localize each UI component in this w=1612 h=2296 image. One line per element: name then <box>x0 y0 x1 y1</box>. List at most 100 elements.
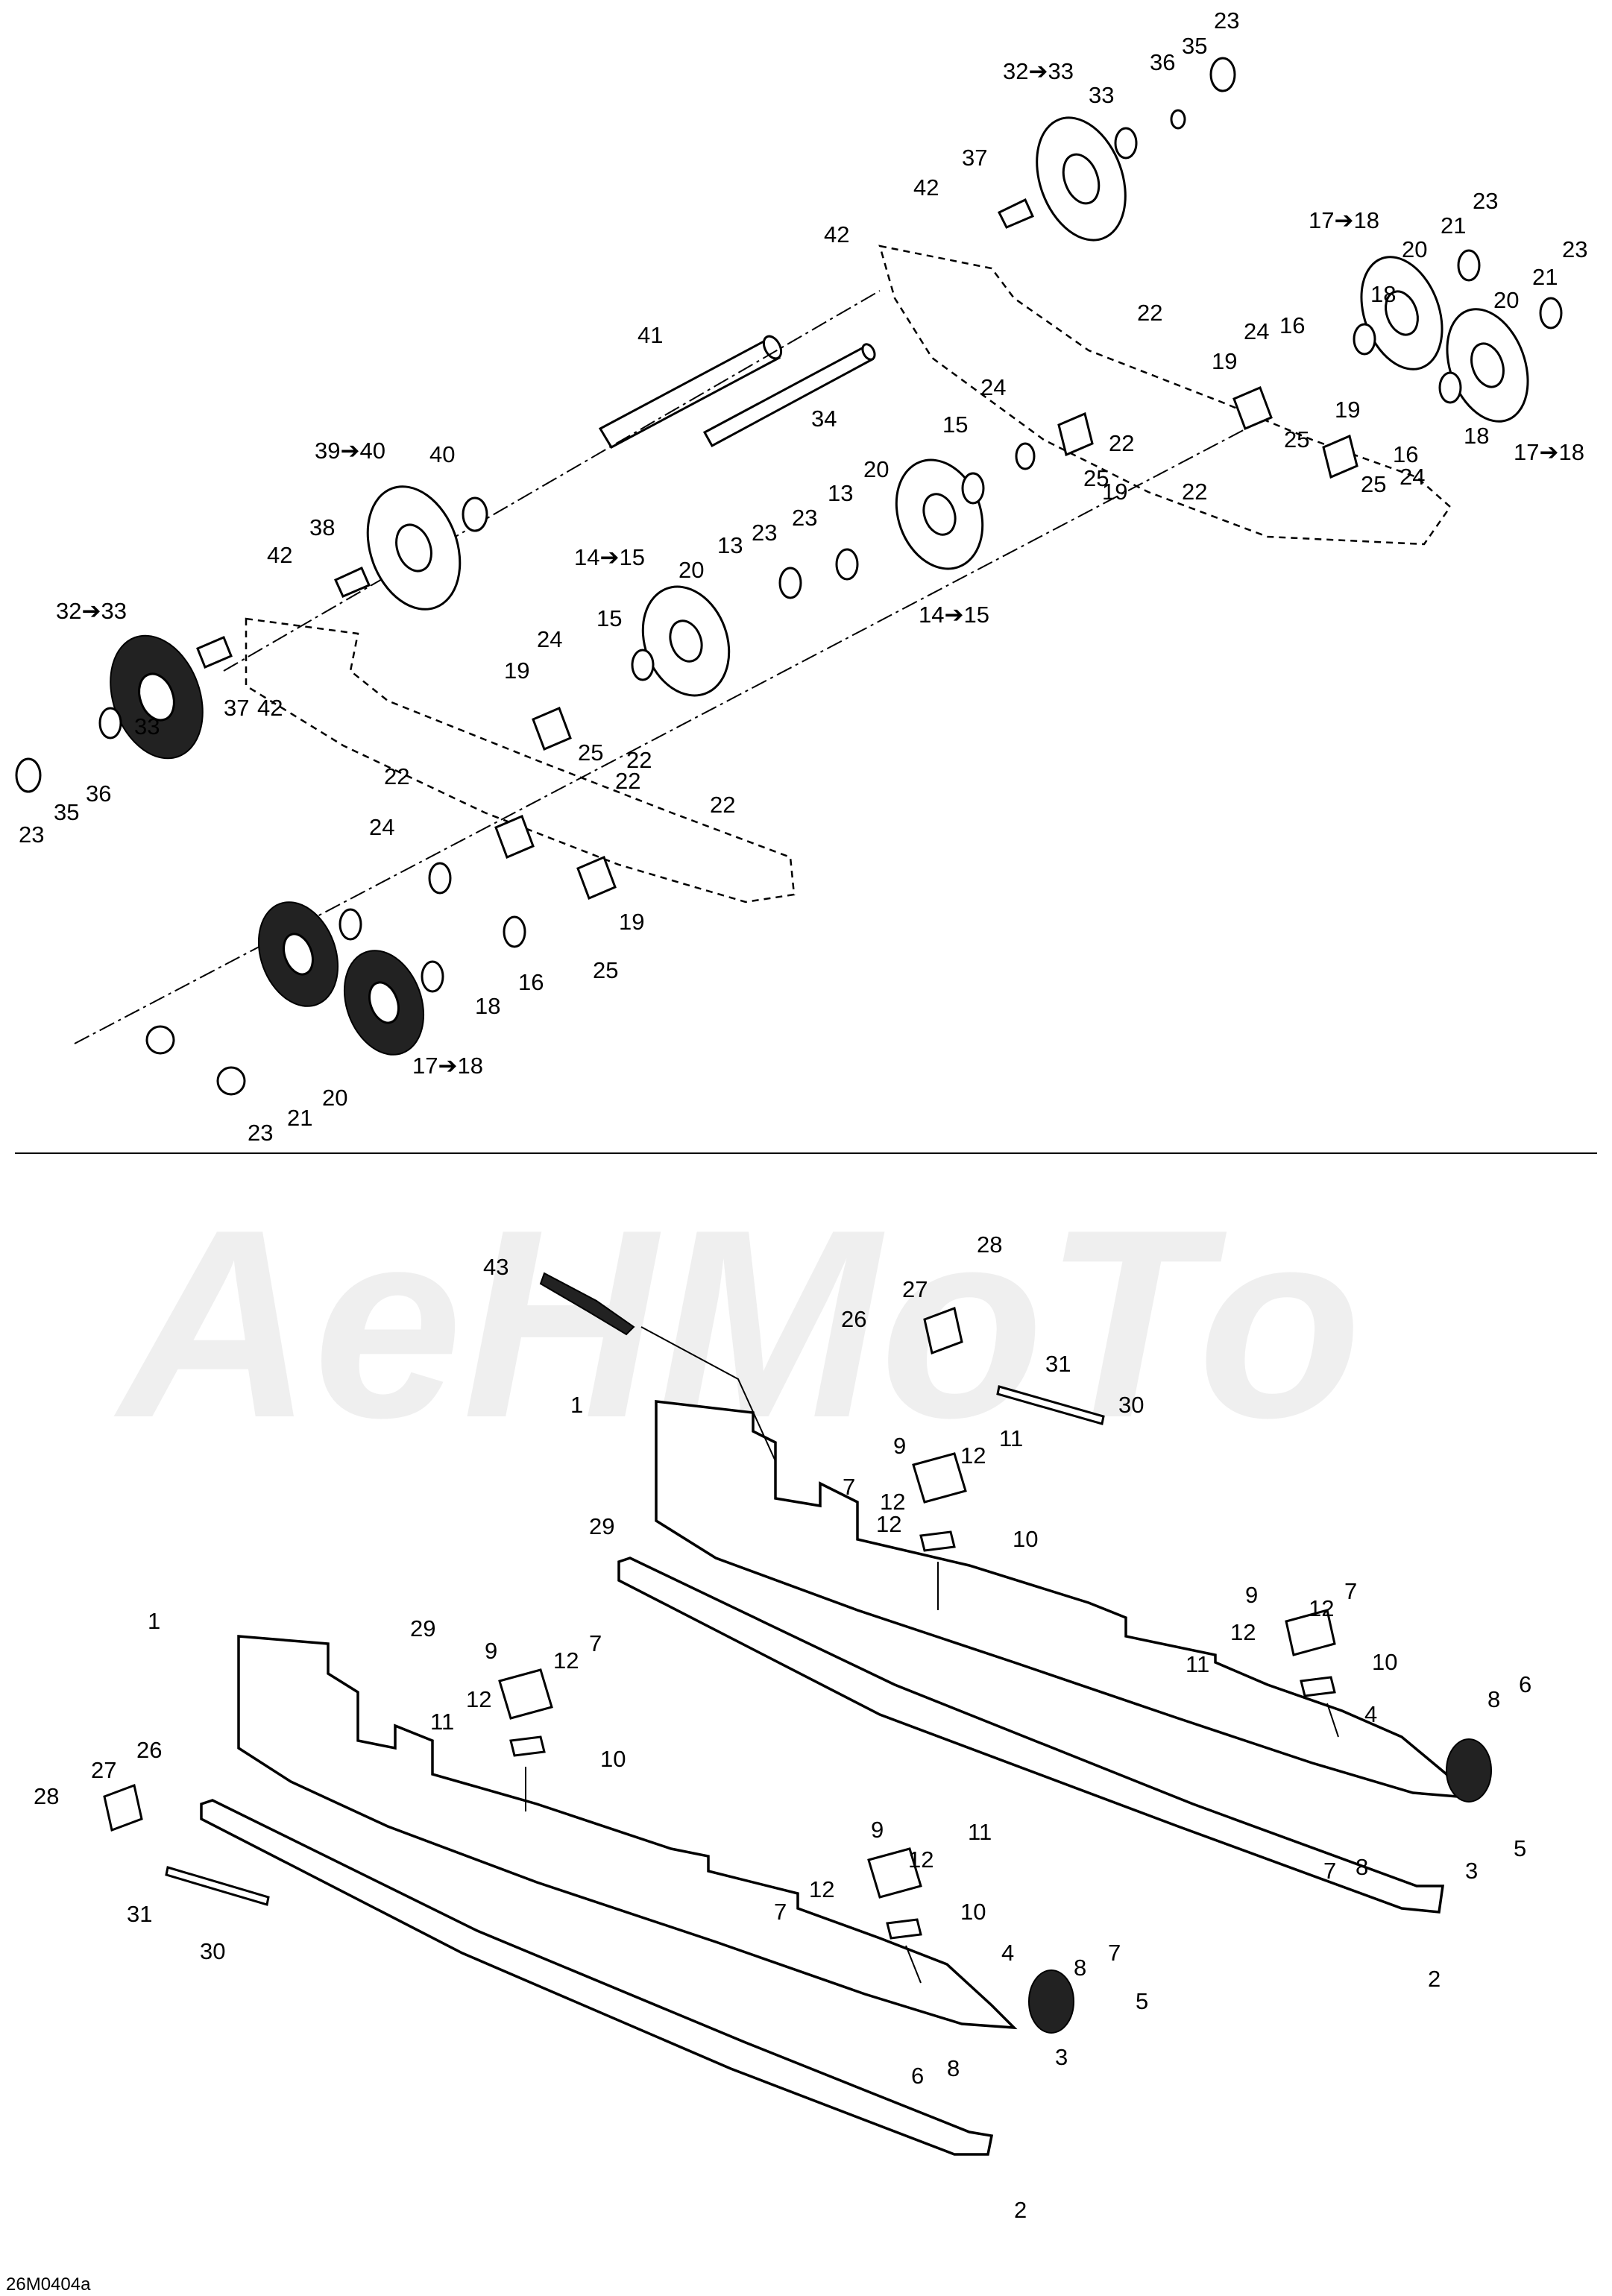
callout-27: 27 <box>91 1757 116 1783</box>
callout-39-40: 39➔40 <box>315 438 385 464</box>
callout-23: 23 <box>792 505 817 531</box>
callout-13: 13 <box>717 532 743 558</box>
callout-12: 12 <box>809 1876 834 1902</box>
callout-25: 25 <box>1284 426 1309 452</box>
callout-7: 7 <box>589 1630 602 1656</box>
callout-16: 16 <box>1393 441 1418 467</box>
callout-25: 25 <box>1361 471 1386 497</box>
sliders-10 <box>509 1530 1336 1940</box>
arrow-5 <box>640 1326 776 1462</box>
axis-line-1 <box>223 290 881 672</box>
callout-20: 20 <box>863 456 889 482</box>
arrow-2 <box>1326 1703 1339 1738</box>
callout-21: 21 <box>1532 264 1558 290</box>
callout-12: 12 <box>880 1489 905 1515</box>
callout-21: 21 <box>287 1105 312 1131</box>
callout-12: 12 <box>908 1846 933 1873</box>
callout-8: 8 <box>1074 1955 1086 1981</box>
callout-27: 27 <box>902 1276 928 1302</box>
callout-24: 24 <box>369 814 394 840</box>
rail-frame-left <box>237 1635 1018 2030</box>
callout-7: 7 <box>843 1474 855 1500</box>
wear-blocks-9 <box>498 1452 1336 1899</box>
callout-11: 11 <box>430 1709 454 1735</box>
callout-17-18: 17➔18 <box>412 1053 483 1079</box>
callout-33: 33 <box>1089 82 1114 108</box>
callout-7: 7 <box>774 1899 787 1925</box>
reference-code: 26M0404a <box>6 2274 91 2295</box>
wheel-14-mid-right <box>835 442 1036 581</box>
callout-8: 8 <box>947 2055 960 2081</box>
callout-28: 28 <box>977 1231 1002 1258</box>
wheel-17-left-upper <box>257 862 452 1007</box>
callout-29: 29 <box>589 1513 614 1539</box>
rail-frame-right <box>655 1400 1460 1799</box>
wheel-39 <box>334 485 488 611</box>
callout-35: 35 <box>1182 33 1207 59</box>
wheel-17-right-upper <box>1353 249 1481 370</box>
callout-42: 42 <box>824 221 849 247</box>
suspension-frame-right <box>878 245 1452 546</box>
bracket-19-right <box>1057 386 1358 479</box>
callout-19: 19 <box>1102 479 1127 505</box>
callout-18: 18 <box>1464 423 1489 449</box>
callout-36: 36 <box>1150 49 1175 75</box>
callout-32-33: 32➔33 <box>56 598 127 624</box>
callout-1: 1 <box>570 1392 583 1418</box>
axis-line-2 <box>74 417 1268 1044</box>
callout-7: 7 <box>1108 1940 1121 1966</box>
plates-and-bolts <box>103 1306 1105 1906</box>
callout-22: 22 <box>1137 300 1162 326</box>
axle-41 <box>598 335 783 449</box>
callout-2: 2 <box>1428 1966 1441 1992</box>
callout-19: 19 <box>1212 348 1237 374</box>
callout-43: 43 <box>483 1254 509 1280</box>
callout-30: 30 <box>200 1938 225 1964</box>
callout-13: 13 <box>828 480 853 506</box>
callout-24: 24 <box>1400 464 1425 490</box>
callout-42: 42 <box>257 695 283 721</box>
callout-18: 18 <box>475 993 500 1019</box>
callout-24: 24 <box>537 626 562 652</box>
callout-23: 23 <box>1473 188 1498 214</box>
callout-10: 10 <box>1013 1526 1038 1552</box>
callout-7: 7 <box>1323 1858 1336 1884</box>
callout-12: 12 <box>466 1686 491 1712</box>
callout-2: 2 <box>1014 2197 1027 2223</box>
idler-wheel-32-left <box>15 634 233 793</box>
idler-wheel-32 <box>997 57 1236 242</box>
callout-16: 16 <box>1279 312 1305 338</box>
callout-25: 25 <box>593 957 618 983</box>
callout-20: 20 <box>1493 287 1519 313</box>
callout-24: 24 <box>1244 318 1269 344</box>
callout-6: 6 <box>911 2063 924 2089</box>
callout-23: 23 <box>248 1120 273 1146</box>
callout-17-18: 17➔18 <box>1309 207 1379 233</box>
callout-20: 20 <box>679 557 704 583</box>
callout-26: 26 <box>136 1737 162 1763</box>
callout-3: 3 <box>1055 2044 1068 2070</box>
callout-25: 25 <box>578 739 603 766</box>
callout-17-18: 17➔18 <box>1514 439 1584 465</box>
callout-15: 15 <box>942 411 968 438</box>
sticker-43 <box>539 1272 635 1336</box>
callout-35: 35 <box>54 799 79 825</box>
upper-assembly <box>15 57 1563 1096</box>
callout-3: 3 <box>1465 1858 1478 1884</box>
callout-19: 19 <box>504 657 529 684</box>
callout-37: 37 <box>224 695 249 721</box>
callout-30: 30 <box>1118 1392 1144 1418</box>
callout-9: 9 <box>485 1638 497 1664</box>
callout-36: 36 <box>86 780 111 807</box>
callout-9: 9 <box>893 1433 906 1459</box>
lower-assembly <box>103 1272 1492 2156</box>
axle-34 <box>702 343 876 448</box>
callout-14-15: 14➔15 <box>574 544 645 570</box>
callout-33: 33 <box>134 713 160 739</box>
callout-22: 22 <box>1182 479 1207 505</box>
callout-9: 9 <box>1245 1582 1258 1608</box>
suspension-frame-left <box>245 617 796 903</box>
callout-14-15: 14➔15 <box>919 602 989 628</box>
